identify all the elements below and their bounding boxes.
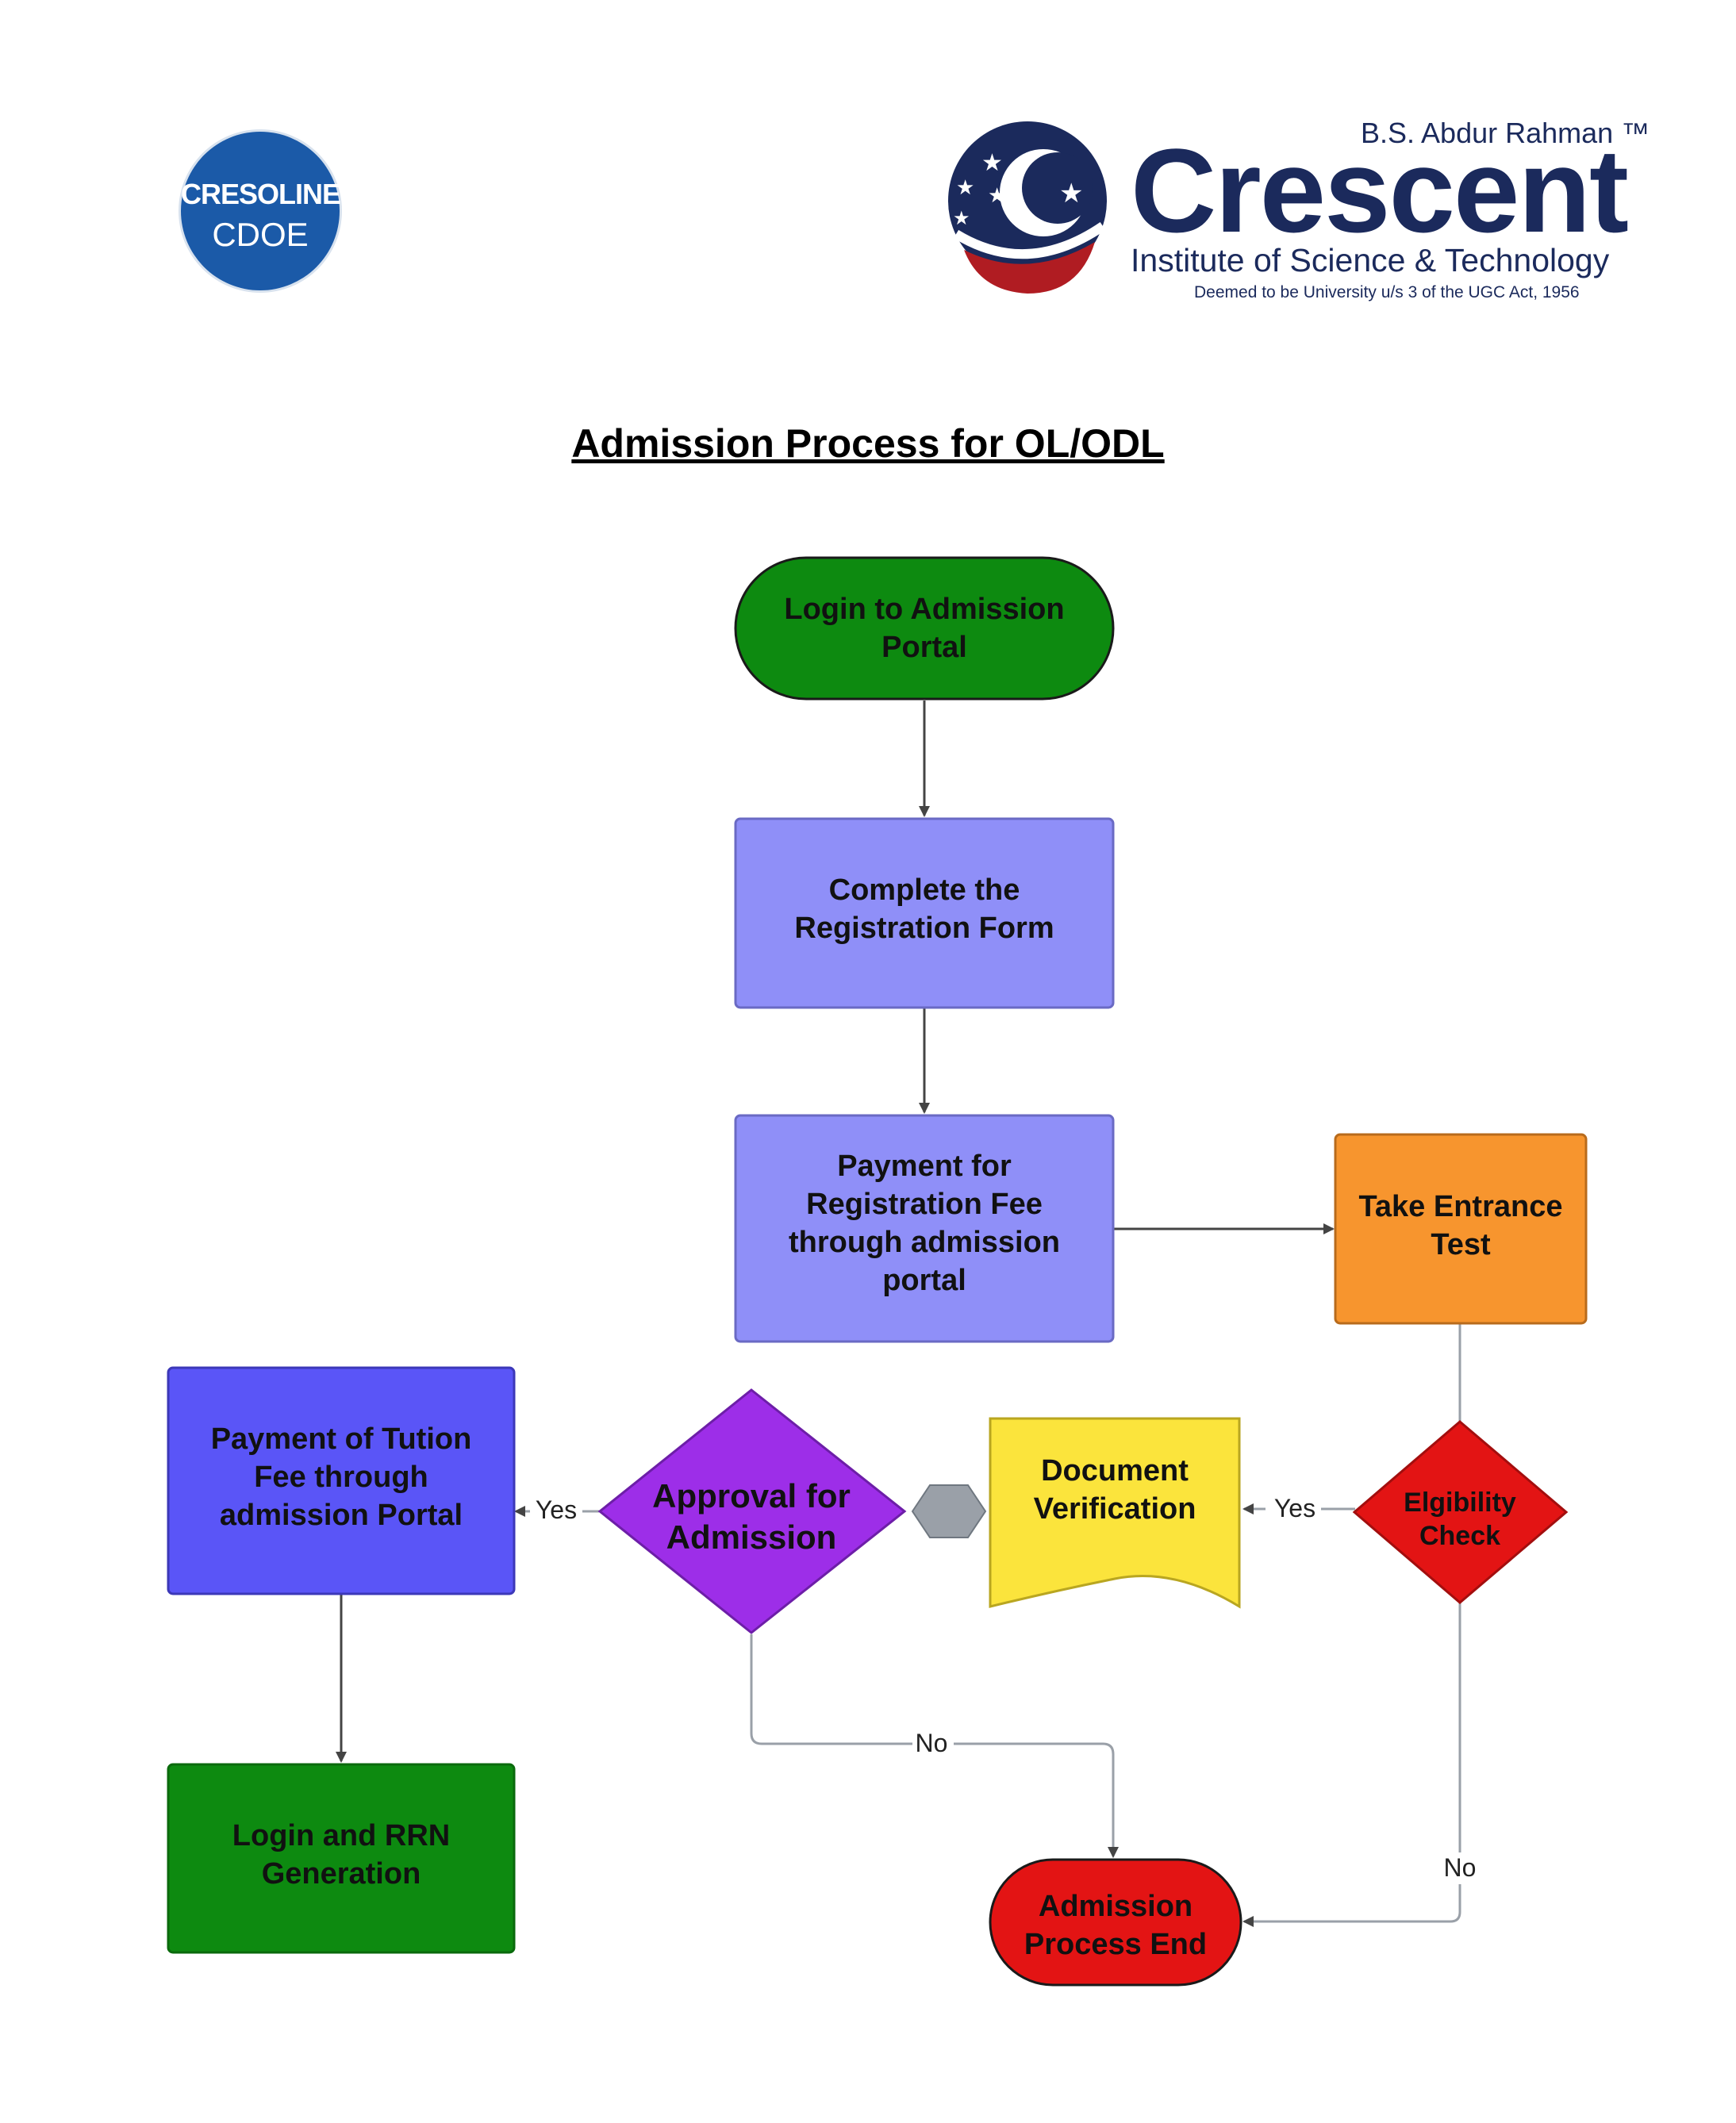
- node-text-line: Check: [1419, 1521, 1500, 1551]
- node-text-line: Admission: [666, 1518, 837, 1556]
- crescent-logo-tagline: Deemed to be University u/s 3 of the UGC…: [1194, 283, 1580, 301]
- node-rrn-generation: Login and RRN Generation: [167, 1763, 516, 1954]
- edge-label-approval-no: No: [916, 1729, 948, 1757]
- svg-text:★: ★: [988, 184, 1006, 208]
- node-text-line: Login to Admission: [784, 593, 1064, 626]
- node-text-line: Complete the: [829, 873, 1020, 907]
- node-text-line: Document: [1041, 1454, 1189, 1488]
- svg-text:★: ★: [956, 176, 974, 200]
- crescent-wordmark: Crescent: [1131, 124, 1629, 257]
- node-text-line: Take Entrance: [1359, 1190, 1563, 1223]
- node-text-line: through admission: [789, 1226, 1060, 1259]
- page-title: Admission Process for OL/ODL: [571, 421, 1165, 466]
- cresoline-logo-line2: CDOE: [212, 216, 309, 253]
- edge-label-eligibility-no: No: [1444, 1853, 1477, 1882]
- node-text-line: Payment for: [837, 1150, 1012, 1183]
- edge-label-approval-yes: Yes: [536, 1495, 577, 1524]
- svg-text:★: ★: [953, 207, 970, 229]
- node-text-line: Login and RRN: [232, 1819, 450, 1852]
- crescent-logo-top-text: B.S. Abdur Rahman ™: [1361, 117, 1650, 149]
- crescent-logo: ★ ★ ★ ★ ★ B.S. Abdur Rahman ™ Crescent I…: [932, 115, 1670, 305]
- crescent-logo-subtitle: Institute of Science & Technology: [1131, 242, 1610, 278]
- node-text-line: Portal: [881, 631, 967, 664]
- node-rrn-generation-text: Login and RRN Generation: [232, 1819, 450, 1891]
- node-text-line: Registration Fee: [806, 1188, 1043, 1221]
- node-text-line: Admission: [1039, 1890, 1193, 1923]
- node-text-line: Approval for: [652, 1477, 851, 1515]
- node-text-line: Fee through: [254, 1461, 428, 1494]
- node-text-line: admission Portal: [220, 1499, 463, 1532]
- node-text-line: Process End: [1024, 1928, 1207, 1961]
- svg-text:★: ★: [1059, 178, 1083, 209]
- node-text-line: Test: [1431, 1228, 1491, 1261]
- node-text-line: Registration Form: [794, 912, 1054, 945]
- cresoline-logo: CRESOLINE CDOE: [181, 132, 341, 290]
- node-text-line: portal: [882, 1264, 966, 1297]
- node-text-line: Payment of Tution: [211, 1422, 472, 1456]
- node-text-line: Generation: [262, 1857, 421, 1891]
- connector-shape-icon: [911, 1484, 987, 1538]
- svg-text:★: ★: [981, 149, 1003, 177]
- edge-label-eligibility-yes: Yes: [1274, 1494, 1315, 1522]
- cresoline-logo-line1: CRESOLINE: [181, 178, 341, 210]
- crescent-emblem-icon: ★ ★ ★ ★ ★: [948, 121, 1107, 294]
- node-text-line: Verification: [1034, 1492, 1196, 1526]
- edge-eligibility-to-end: [1242, 1603, 1461, 1927]
- node-text-line: Elgibility: [1404, 1488, 1516, 1518]
